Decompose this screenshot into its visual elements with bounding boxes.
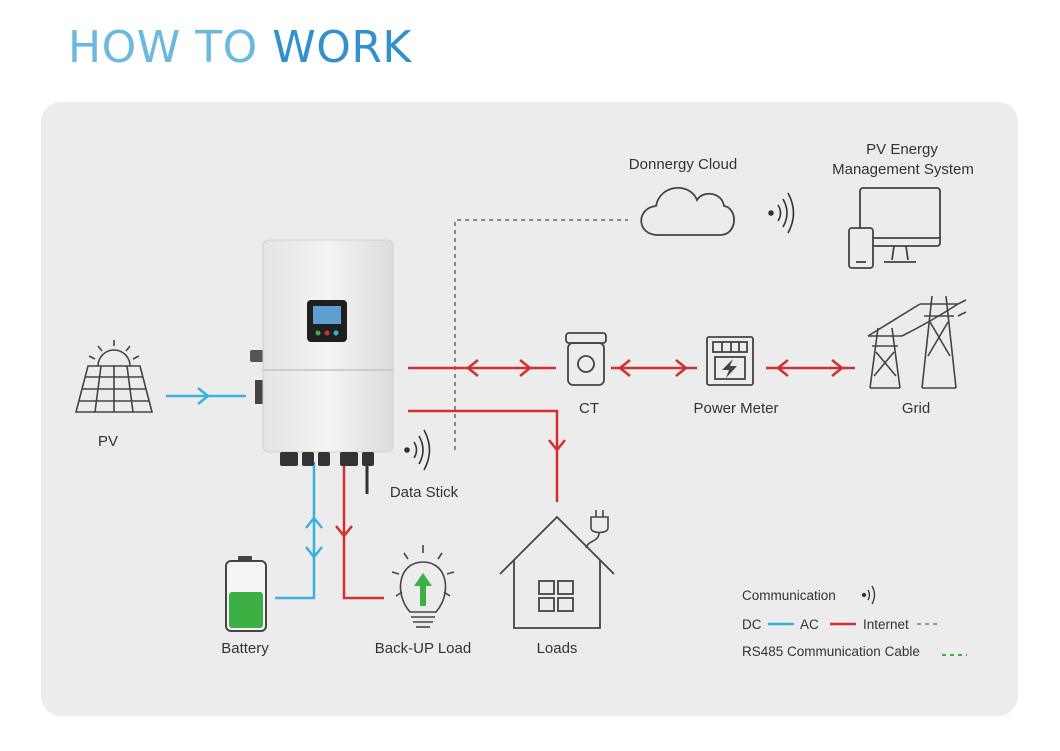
legend-dc-label: DC xyxy=(742,617,762,632)
ct-label: CT xyxy=(579,400,599,417)
house-icon xyxy=(499,515,615,629)
page-title: HOW TO WORK xyxy=(68,22,412,73)
title-part-work: WORK xyxy=(272,22,412,73)
bulb-icon xyxy=(391,545,455,628)
power-tower-icon xyxy=(867,295,967,389)
lightning-icon xyxy=(722,359,737,378)
power-meter-label: Power Meter xyxy=(693,400,778,417)
ct-icon xyxy=(565,332,607,386)
cloud-icon xyxy=(640,186,735,236)
legend-rs485-label: RS485 Communication Cable xyxy=(742,644,920,659)
cloud-label: Donnergy Cloud xyxy=(629,156,737,173)
battery-label: Battery xyxy=(221,640,269,657)
ems-label-line2: Management System xyxy=(832,161,974,178)
grid-ac-line xyxy=(408,359,855,377)
diagram-panel xyxy=(41,102,1018,716)
ems-label-line1: PV Energy xyxy=(866,141,938,158)
loads-ac-line xyxy=(408,409,566,502)
legend-ac-label: AC xyxy=(800,617,819,632)
internet-line xyxy=(454,219,628,450)
backup-ac-line xyxy=(335,462,384,600)
power-meter-icon xyxy=(706,336,754,386)
data-stick-label: Data Stick xyxy=(390,484,459,501)
battery-dc-line xyxy=(275,462,323,600)
legend-communication-label: Communication xyxy=(742,588,836,603)
solar-panel-icon xyxy=(74,340,154,413)
legend: Communication DC AC Internet RS485 Commu… xyxy=(742,585,967,659)
wifi-signal-icon xyxy=(404,429,431,471)
pv-dc-line xyxy=(166,387,246,405)
grid-label: Grid xyxy=(902,400,930,417)
phone-icon xyxy=(848,227,874,269)
inverter xyxy=(250,239,394,494)
legend-internet-label: Internet xyxy=(863,617,909,632)
title-part-how-to: HOW TO xyxy=(68,22,273,73)
cloud-signal-icon xyxy=(768,192,795,234)
bulb-arrow-icon xyxy=(414,573,432,606)
battery-icon xyxy=(225,556,267,632)
plug-icon xyxy=(585,510,609,549)
pv-label: PV xyxy=(98,433,118,450)
loads-label: Loads xyxy=(537,640,578,657)
legend-signal-icon xyxy=(861,585,876,605)
backup-load-label: Back-UP Load xyxy=(375,640,471,657)
